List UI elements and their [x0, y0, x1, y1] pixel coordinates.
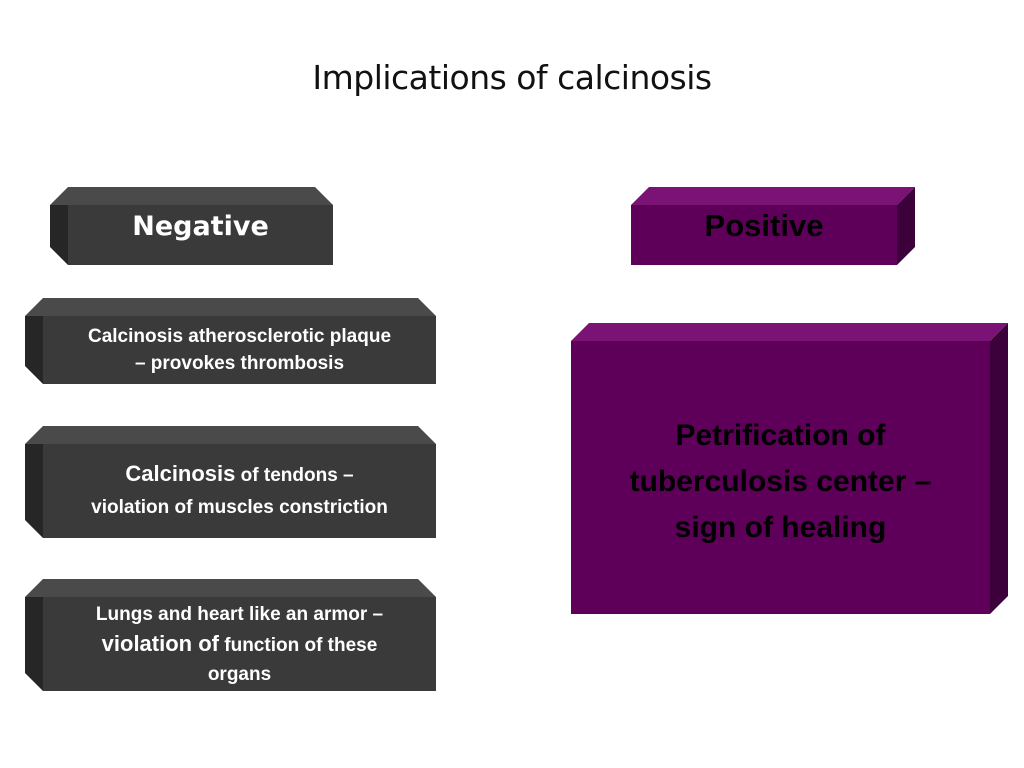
- item-emphasis: violation of: [101, 630, 219, 656]
- negative-item: Lungs and heart like an armor – violatio…: [25, 579, 436, 691]
- negative-label: Negative: [132, 210, 269, 242]
- negative-item-text: Calcinosis of tendons – violation of mus…: [43, 444, 436, 538]
- negative-item: Calcinosis of tendons – violation of mus…: [25, 426, 436, 538]
- item-line: Lungs and heart like an armor –: [95, 603, 384, 625]
- negative-item-text: Lungs and heart like an armor – violatio…: [43, 597, 436, 691]
- negative-item-text: Calcinosis atherosclerotic plaque – prov…: [43, 316, 436, 384]
- item-line: sign of healing: [674, 511, 887, 544]
- item-emphasis: Calcinosis: [125, 461, 236, 486]
- positive-item-text: Petrification of tuberculosis center – s…: [571, 341, 990, 614]
- positive-header: Positive: [631, 187, 915, 265]
- item-line: of tendons –: [235, 465, 354, 486]
- slide-title: Implications of calcinosis: [312, 58, 712, 97]
- item-line: tuberculosis center –: [629, 465, 932, 498]
- item-line: Calcinosis atherosclerotic plaque: [87, 326, 392, 347]
- item-line: function of these: [218, 634, 378, 656]
- positive-label: Positive: [704, 208, 824, 243]
- negative-item: Calcinosis atherosclerotic plaque – prov…: [25, 298, 436, 384]
- item-line: organs: [207, 663, 272, 685]
- item-line: – provokes thrombosis: [134, 353, 345, 374]
- positive-item: Petrification of tuberculosis center – s…: [571, 323, 1008, 614]
- item-line: Petrification of: [675, 419, 886, 452]
- item-line: violation of muscles constriction: [91, 497, 388, 518]
- negative-header: Negative: [50, 187, 333, 265]
